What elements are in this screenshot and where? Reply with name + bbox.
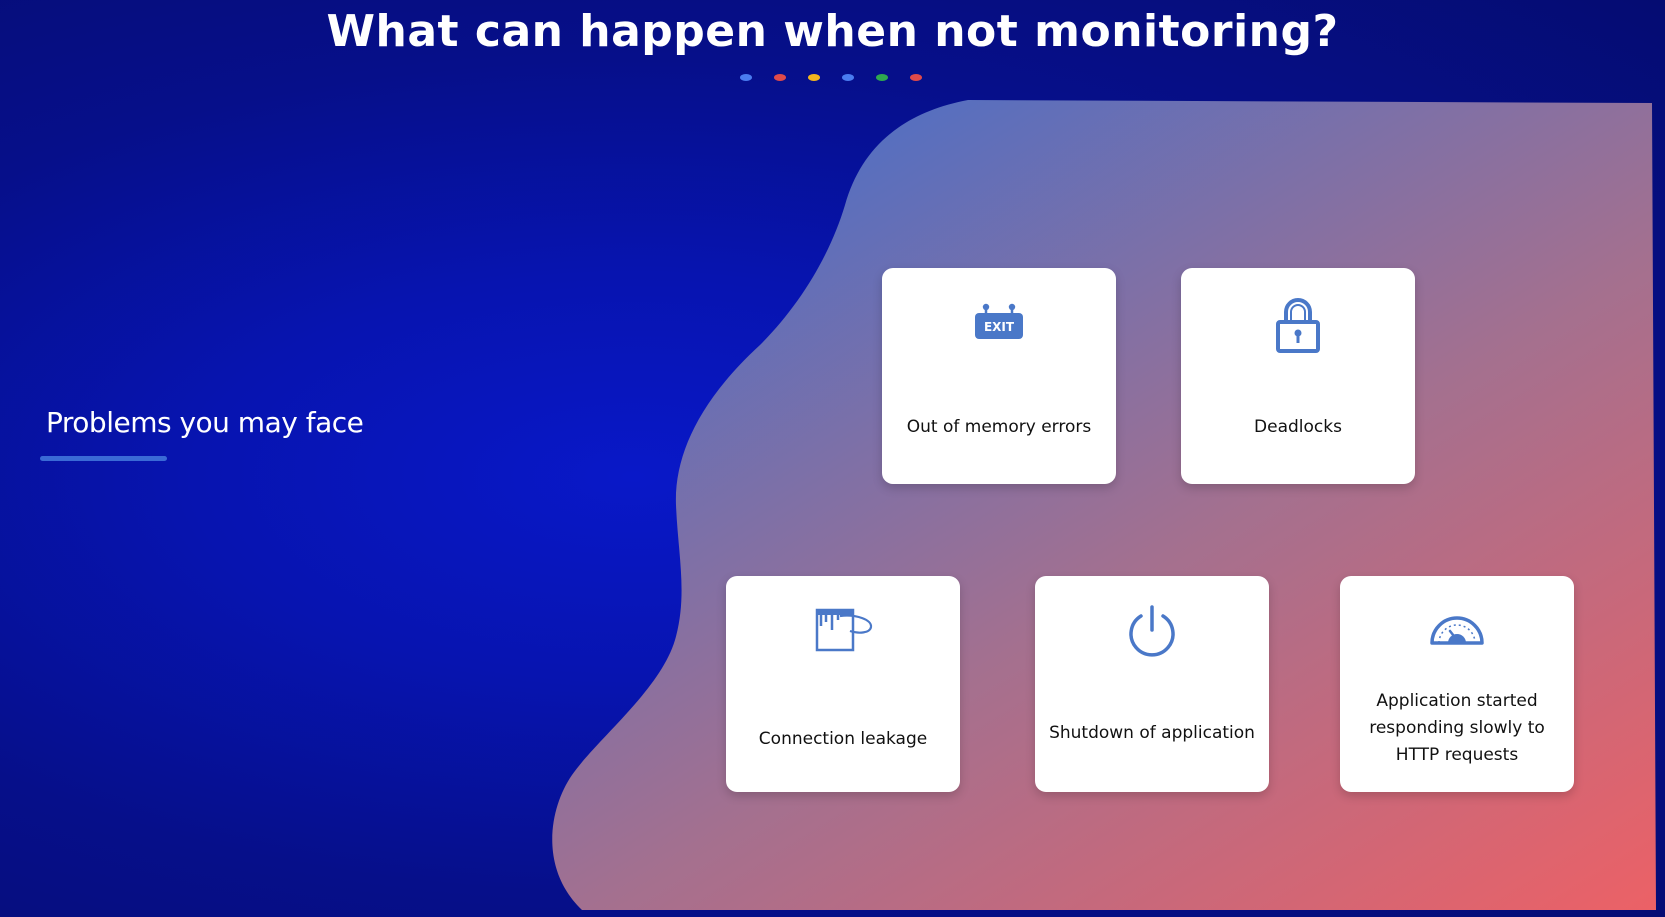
card-label: Out of memory errors xyxy=(906,417,1092,437)
dot xyxy=(842,74,854,81)
dot xyxy=(910,74,922,81)
card-label-line: responding slowly to xyxy=(1369,718,1545,738)
card-connection-leakage: Connection leakage xyxy=(726,576,960,792)
dot xyxy=(876,74,888,81)
card-label: Shutdown of application xyxy=(1049,723,1255,743)
card-label: Connection leakage xyxy=(758,729,928,749)
dot xyxy=(774,74,786,81)
card-slow-response: Application started responding slowly to… xyxy=(1340,576,1574,792)
card-label-line: Application started xyxy=(1376,691,1538,711)
section-underline xyxy=(40,456,167,461)
exit-sign-text: EXIT xyxy=(984,320,1015,334)
card-out-of-memory: EXIT Out of memory errors xyxy=(882,268,1116,484)
card-shutdown: Shutdown of application xyxy=(1035,576,1269,792)
section-label: Problems you may face xyxy=(46,406,364,439)
speedometer-icon xyxy=(1430,616,1484,645)
card-label-line: HTTP requests xyxy=(1395,745,1519,765)
card-label: Application started responding slowly to… xyxy=(1350,688,1564,769)
card-label: Deadlocks xyxy=(1254,417,1342,437)
color-dots xyxy=(740,74,922,81)
lock-icon xyxy=(1276,298,1320,353)
exit-sign-icon: EXIT xyxy=(975,303,1023,339)
power-icon xyxy=(1129,605,1175,657)
slide-title: What can happen when not monitoring? xyxy=(326,6,1339,57)
paint-bucket-icon xyxy=(815,608,873,652)
dot xyxy=(740,74,752,81)
dot xyxy=(808,74,820,81)
card-deadlocks: Deadlocks xyxy=(1181,268,1415,484)
